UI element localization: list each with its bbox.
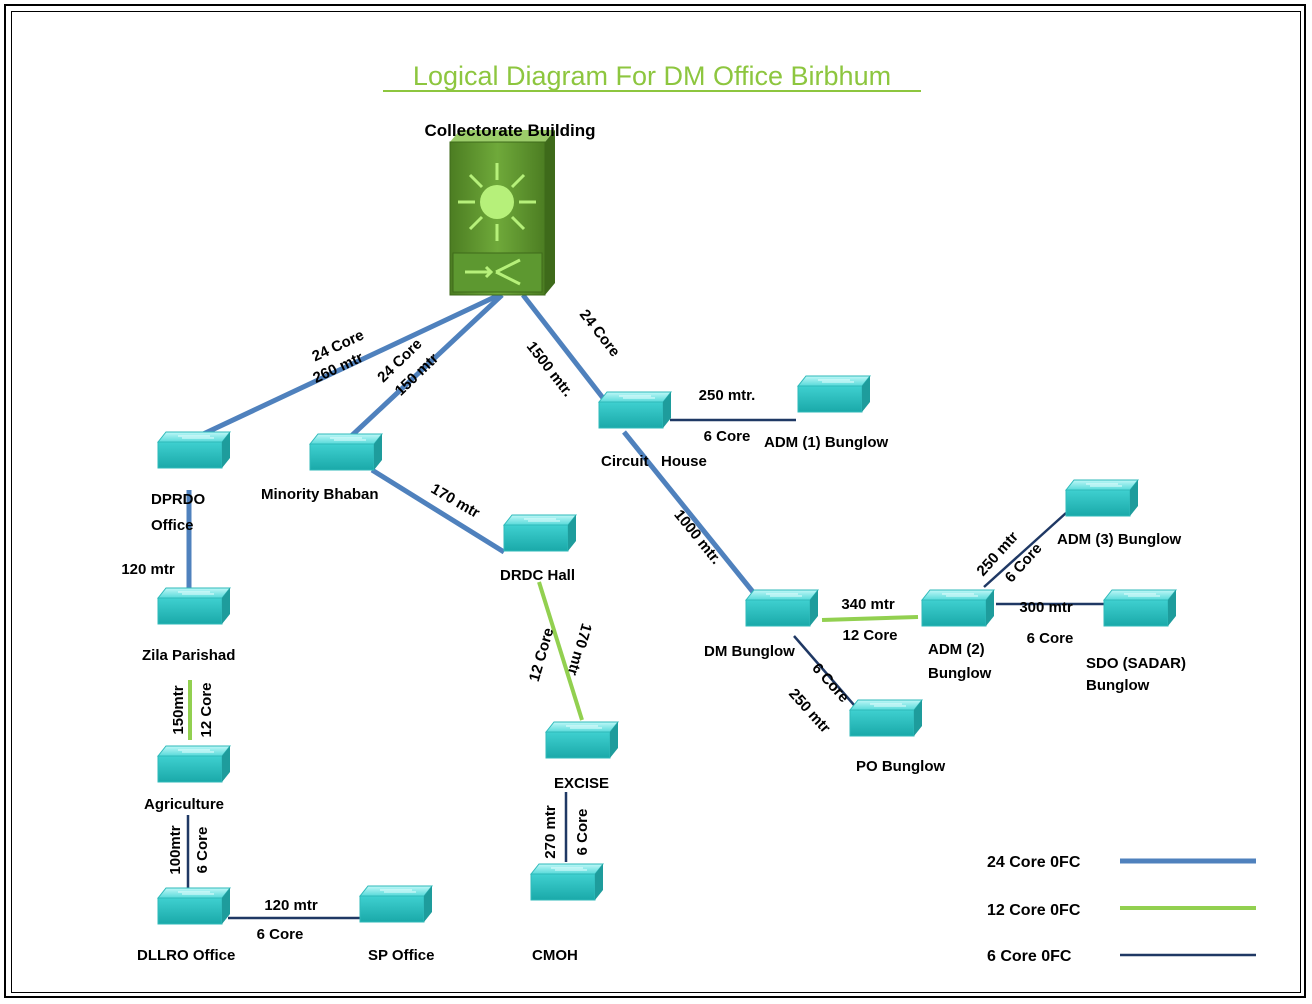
inner-frame — [11, 11, 1301, 993]
switch-adm2 — [921, 589, 995, 627]
link-dmb-adm2 — [821, 615, 919, 622]
node-label-agri: Agriculture — [144, 796, 224, 813]
link-label-minority-drdc-length: 170 mtr — [428, 480, 483, 521]
node-label-dllro: DLLRO Office — [137, 947, 235, 964]
link-label-circuit-dmb-length: 1000 mtr. — [670, 507, 724, 568]
switch-dprdo — [157, 431, 231, 469]
node-label-zila: Zila Parishad — [142, 647, 235, 664]
link-label-zila-agri-core: 12 Core — [198, 682, 215, 737]
link-label-circuit-adm1-length: 250 mtr. — [699, 387, 756, 404]
switch-circuit — [598, 391, 672, 429]
switch-sp — [359, 885, 433, 923]
switch-cmoh — [530, 863, 604, 901]
link-label-core-circuit-length: 1500 mtr. — [523, 338, 576, 400]
legend-label-6: 6 Core 0FC — [987, 948, 1072, 965]
link-drdc-excise — [537, 581, 584, 721]
link-core-dprdo — [197, 292, 501, 439]
legend-label-12: 12 Core 0FC — [987, 902, 1081, 919]
switch-adm1 — [797, 375, 871, 413]
node-label-minority: Minority Bhaban — [261, 486, 379, 503]
node-label-cmoh: CMOH — [532, 947, 578, 964]
switch-minority — [309, 433, 383, 471]
link-core-minority — [345, 293, 504, 442]
node-label-sdo: SDO (SADAR) — [1086, 655, 1186, 672]
node-label-adm3: ADM (3) Bunglow — [1057, 531, 1181, 548]
node-label-circuit: Circuit House — [601, 453, 707, 470]
link-label-agri-dllro-core: 6 Core — [194, 827, 211, 874]
node-label-po: PO Bunglow — [856, 758, 945, 775]
switch-po — [849, 699, 923, 737]
link-label-dmb-adm2-core: 12 Core — [842, 627, 897, 644]
outer-frame — [4, 4, 1306, 998]
core-switch — [449, 130, 555, 296]
link-dmb-po — [793, 635, 855, 706]
link-label-drdc-excise-length: 170 mtr — [564, 621, 595, 677]
switch-agri — [157, 745, 231, 783]
switch-excise — [545, 721, 619, 759]
node-label-dmb: DM Bunglow — [704, 643, 795, 660]
switch-dllro — [157, 887, 231, 925]
diagram-title: Logical Diagram For DM Office Birbhum — [413, 61, 891, 91]
node-label-sdo-2: Bunglow — [1086, 677, 1150, 694]
node-label-dprdo-2: Office — [151, 517, 194, 534]
link-label-adm2-sdo-core: 6 Core — [1027, 630, 1074, 647]
switch-adm3 — [1065, 479, 1139, 517]
link-label-circuit-adm1-core: 6 Core — [704, 428, 751, 445]
node-label-adm2-2: Bunglow — [928, 665, 992, 682]
node-label-dprdo: DPRDO — [151, 491, 206, 508]
node-label-drdc: DRDC Hall — [500, 567, 575, 584]
switch-zila — [157, 587, 231, 625]
link-label-dprdo-zila-length: 120 mtr — [121, 561, 175, 578]
link-minority-drdc — [370, 467, 506, 555]
link-label-dllro-sp-length: 120 mtr — [264, 897, 318, 914]
node-label-excise: EXCISE — [554, 775, 609, 792]
link-adm2-adm3 — [983, 512, 1067, 588]
link-label-dllro-sp-core: 6 Core — [257, 926, 304, 943]
node-label-adm1: ADM (1) Bunglow — [764, 434, 888, 451]
link-label-excise-cmoh-length: 270 mtr — [542, 805, 559, 859]
switch-dmb — [745, 589, 819, 627]
switch-sdo — [1103, 589, 1177, 627]
link-label-excise-cmoh-core: 6 Core — [574, 809, 591, 856]
link-label-drdc-excise-core: 12 Core — [526, 626, 558, 684]
link-label-dmb-adm2-length: 340 mtr — [841, 596, 895, 613]
link-label-core-circuit-core: 24 Core — [576, 306, 623, 360]
link-label-dmb-po-length: 250 mtr — [785, 685, 833, 736]
switch-drdc — [503, 514, 577, 552]
node-label-sp: SP Office — [368, 947, 434, 964]
link-label-zila-agri-length: 150mtr — [170, 685, 187, 734]
core-switch-label: Collectorate Building — [425, 121, 596, 140]
node-label-adm2: ADM (2) — [928, 641, 985, 658]
link-core-circuit — [521, 293, 605, 400]
link-label-dmb-po-core: 6 Core — [808, 660, 852, 706]
link-label-adm2-sdo-length: 300 mtr — [1019, 599, 1073, 616]
legend-label-24: 24 Core 0FC — [987, 854, 1081, 871]
link-circuit-dmb — [622, 430, 755, 594]
link-label-agri-dllro-length: 100mtr — [167, 825, 184, 874]
